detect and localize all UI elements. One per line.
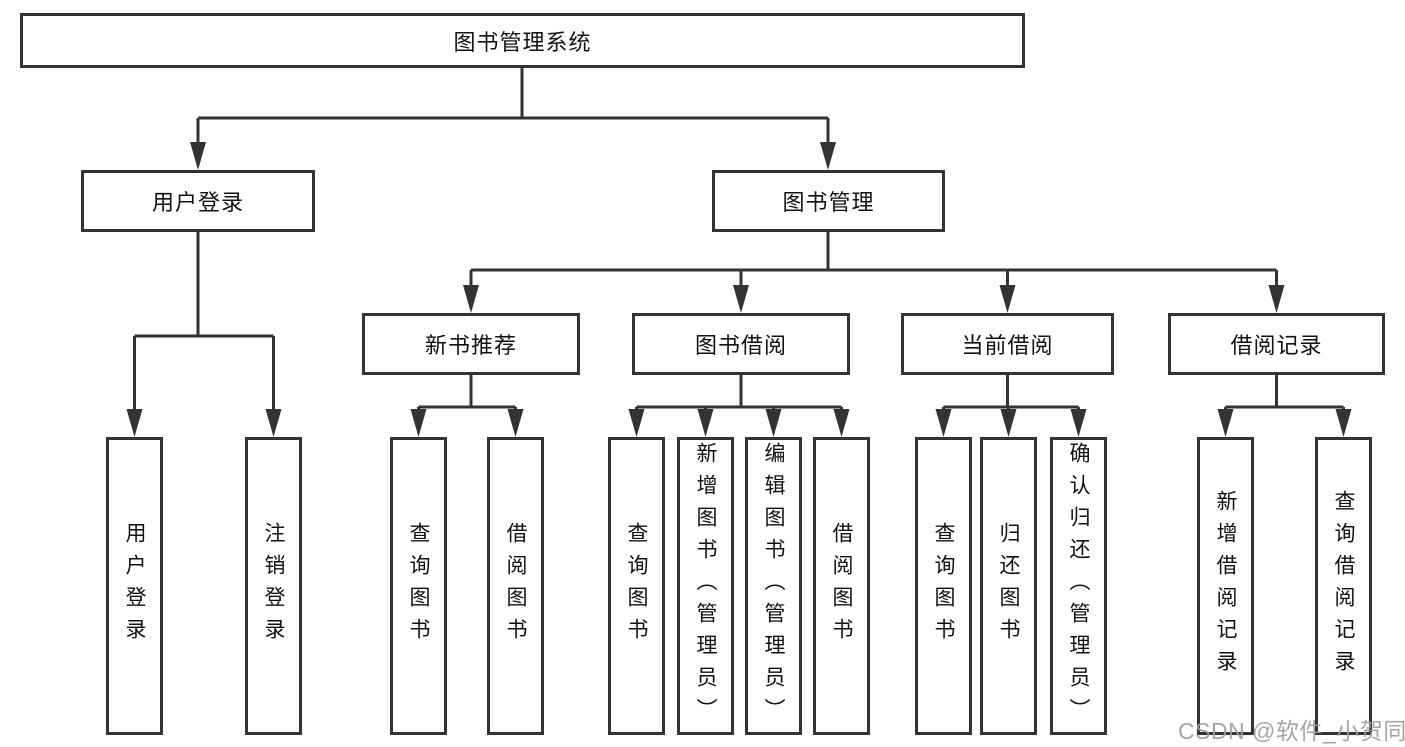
connector-book-borrowing (628, 375, 850, 437)
node-label: 借阅图书 (504, 522, 527, 650)
leaf-add-book-admin: 新增图书（管理员） (677, 437, 734, 735)
node-label: 新书推荐 (424, 333, 517, 358)
leaf-query-books-current: 查询图书 (915, 437, 972, 735)
node-label: 用户登录 (151, 190, 244, 215)
connector-current-borrowing (935, 375, 1087, 437)
csdn-watermark: CSDN @软件_小贺同学 (1178, 718, 1405, 744)
connector-user-login (126, 232, 282, 437)
node-current-borrowing: 当前借阅 (901, 313, 1114, 375)
node-label: 图书管理 (782, 190, 875, 215)
leaf-borrow-books-recommend: 借阅图书 (487, 437, 544, 735)
connector-new-book-recommend (410, 375, 524, 437)
connector-borrowing-records (1217, 375, 1352, 437)
node-label: 新增借阅记录 (1214, 490, 1237, 682)
leaf-logout: 注销登录 (245, 437, 302, 735)
node-label: 借阅记录 (1230, 333, 1323, 358)
connector-root (190, 68, 836, 170)
node-label: 查询图书 (625, 522, 648, 650)
leaf-user-login: 用户登录 (106, 437, 163, 735)
node-label: 图书借阅 (694, 333, 787, 358)
node-new-book-recommend: 新书推荐 (362, 313, 580, 375)
leaf-edit-book-admin: 编辑图书（管理员） (745, 437, 802, 735)
node-label: 当前借阅 (961, 333, 1054, 358)
leaf-return-books: 归还图书 (980, 437, 1037, 735)
node-label: 查询图书 (407, 522, 430, 650)
connector-book-management (463, 232, 1285, 313)
node-borrowing-records: 借阅记录 (1168, 313, 1385, 375)
leaf-add-borrow-record: 新增借阅记录 (1197, 437, 1254, 735)
node-label: 注销登录 (262, 522, 285, 650)
node-label: 借阅图书 (830, 522, 853, 650)
node-label: 查询借阅记录 (1332, 490, 1355, 682)
node-label: 新增图书（管理员） (694, 442, 717, 730)
node-library-management-system: 图书管理系统 (20, 13, 1025, 68)
leaf-query-borrow-record: 查询借阅记录 (1315, 437, 1372, 735)
node-label: 用户登录 (123, 522, 146, 650)
node-label: 归还图书 (997, 522, 1020, 650)
node-label: 查询图书 (932, 522, 955, 650)
node-user-login: 用户登录 (81, 170, 315, 232)
leaf-confirm-return-admin: 确认归还（管理员） (1050, 437, 1107, 735)
leaf-query-books-recommend: 查询图书 (390, 437, 447, 735)
node-book-borrowing: 图书借阅 (632, 313, 850, 375)
leaf-borrow-books-borrowing: 借阅图书 (813, 437, 870, 735)
node-book-management: 图书管理 (712, 170, 945, 232)
node-label: 编辑图书（管理员） (762, 442, 785, 730)
node-label: 确认归还（管理员） (1067, 442, 1090, 730)
node-label: 图书管理系统 (453, 29, 592, 55)
leaf-query-books-borrowing: 查询图书 (608, 437, 665, 735)
